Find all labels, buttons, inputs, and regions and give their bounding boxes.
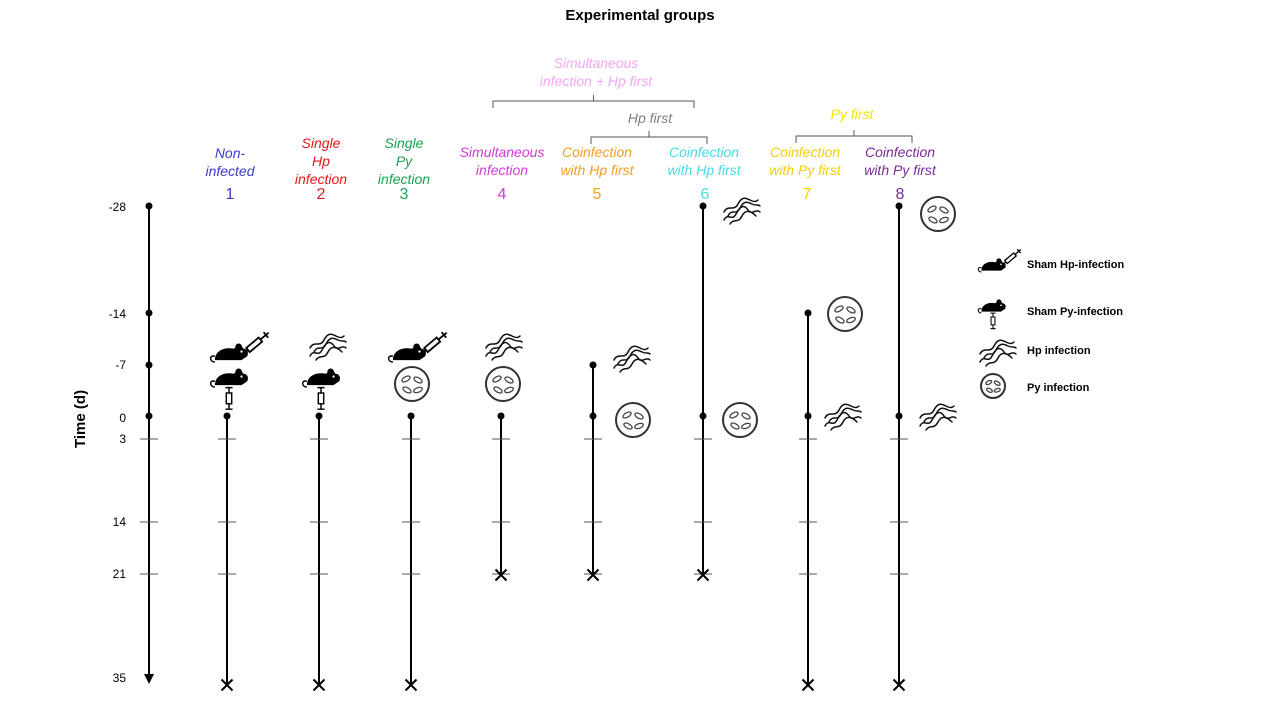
group-4-start-dot — [497, 412, 505, 420]
endpoint-x-icon — [801, 678, 815, 692]
group-4-number: 4 — [497, 186, 507, 203]
bracket-hp-first — [590, 131, 708, 144]
syringe-icon — [419, 331, 448, 356]
axis-dot — [145, 202, 153, 210]
group-5-day0-dot — [589, 412, 597, 420]
hp-worm-icon — [723, 197, 761, 225]
group-2-number: 2 — [316, 186, 326, 203]
syringe-icon — [225, 386, 233, 410]
sham-py-mouse-icon — [209, 368, 248, 388]
time-axis-arrow — [144, 674, 154, 684]
tick-label: 0 — [119, 411, 126, 425]
endpoint-x-icon — [312, 678, 326, 692]
endpoint-x-icon — [696, 568, 710, 582]
hp-worm-icon — [613, 345, 651, 373]
group-3-number: 3 — [399, 186, 409, 203]
group-7-number: 7 — [802, 186, 812, 203]
group-2-label: Single Hp infection — [294, 135, 348, 187]
legend-hp: Hp infection — [1027, 345, 1091, 357]
bracket-simultaneous-hp-first — [492, 95, 695, 108]
py-parasite-icon — [615, 402, 651, 438]
py-parasite-icon — [827, 296, 863, 332]
sham-hp-mouse-icon — [387, 343, 426, 363]
sham-py-mouse-icon — [301, 368, 340, 388]
group-7-day0-dot — [804, 412, 812, 420]
endpoint-x-icon — [494, 568, 508, 582]
endpoint-x-icon — [892, 678, 906, 692]
endpoint-x-icon — [586, 568, 600, 582]
hp-worm-icon — [919, 403, 957, 431]
group-5-number: 5 — [592, 186, 602, 203]
group-5-label: Coinfection with Hp first — [560, 144, 634, 178]
tick-label: 3 — [119, 432, 126, 446]
group-7-start-dot — [804, 309, 812, 317]
group-6-start-dot — [699, 202, 707, 210]
group-8-day0-dot — [895, 412, 903, 420]
legend-sham-py: Sham Py-infection — [1027, 306, 1123, 318]
legend-syringe-icon — [990, 312, 996, 330]
group-4-label: Simultaneous infection — [459, 144, 545, 178]
hp-worm-icon — [485, 333, 523, 361]
py-parasite-icon — [485, 366, 521, 402]
group-6-number: 6 — [700, 186, 710, 203]
group-6-label: Coinfection with Hp first — [667, 144, 741, 178]
tick-label: 21 — [112, 567, 126, 581]
axis-dot — [145, 361, 153, 369]
endpoint-x-icon — [404, 678, 418, 692]
syringe-icon — [317, 386, 325, 410]
group-8-number: 8 — [895, 186, 905, 203]
group-8-label: Coinfection with Py first — [864, 144, 936, 178]
group-7-label: Coinfection with Py first — [769, 144, 841, 178]
group-3-start-dot — [407, 412, 415, 420]
legend-sham-py-mouse-icon — [977, 299, 1006, 314]
legend-syringe-icon — [1001, 248, 1022, 266]
group-2-start-dot — [315, 412, 323, 420]
tick-label: -28 — [108, 200, 126, 214]
group-5-start-dot — [589, 361, 597, 369]
tick-label: -14 — [108, 307, 126, 321]
legend-sham-hp: Sham Hp-infection — [1027, 259, 1125, 271]
group-6-day0-dot — [699, 412, 707, 420]
hp-worm-icon — [309, 333, 347, 361]
py-parasite-icon — [722, 402, 758, 438]
axis-title: Time (d) — [72, 389, 89, 448]
endpoint-x-icon — [220, 678, 234, 692]
group-1-start-dot — [223, 412, 231, 420]
syringe-icon — [241, 331, 270, 356]
py-parasite-icon — [920, 196, 956, 232]
group-8-start-dot — [895, 202, 903, 210]
tick-label: 35 — [112, 671, 126, 685]
group-1-number: 1 — [225, 186, 235, 203]
diagram-title: Experimental groups — [565, 7, 715, 24]
group-1-label: Non- infected — [205, 145, 255, 179]
legend-hp-worm-icon — [979, 339, 1017, 367]
bracket-py-first — [795, 130, 913, 143]
legend-py-parasite-icon — [980, 373, 1006, 399]
sham-hp-mouse-icon — [209, 343, 248, 363]
axis-dot — [145, 309, 153, 317]
py-parasite-icon — [394, 366, 430, 402]
legend-py: Py infection — [1027, 382, 1090, 394]
axis-dot — [145, 412, 153, 420]
group-3-label: Single Py infection — [377, 135, 431, 187]
legend-sham-hp-mouse-icon — [977, 258, 1006, 273]
tick-label: 14 — [112, 515, 126, 529]
bracket-label-py-first: Py first — [830, 106, 874, 122]
bracket-label-simultaneous-hp-first: Simultaneous infection + Hp first — [539, 55, 653, 89]
bracket-label-hp-first: Hp first — [627, 110, 673, 126]
hp-worm-icon — [824, 403, 862, 431]
tick-label: -7 — [115, 358, 126, 372]
